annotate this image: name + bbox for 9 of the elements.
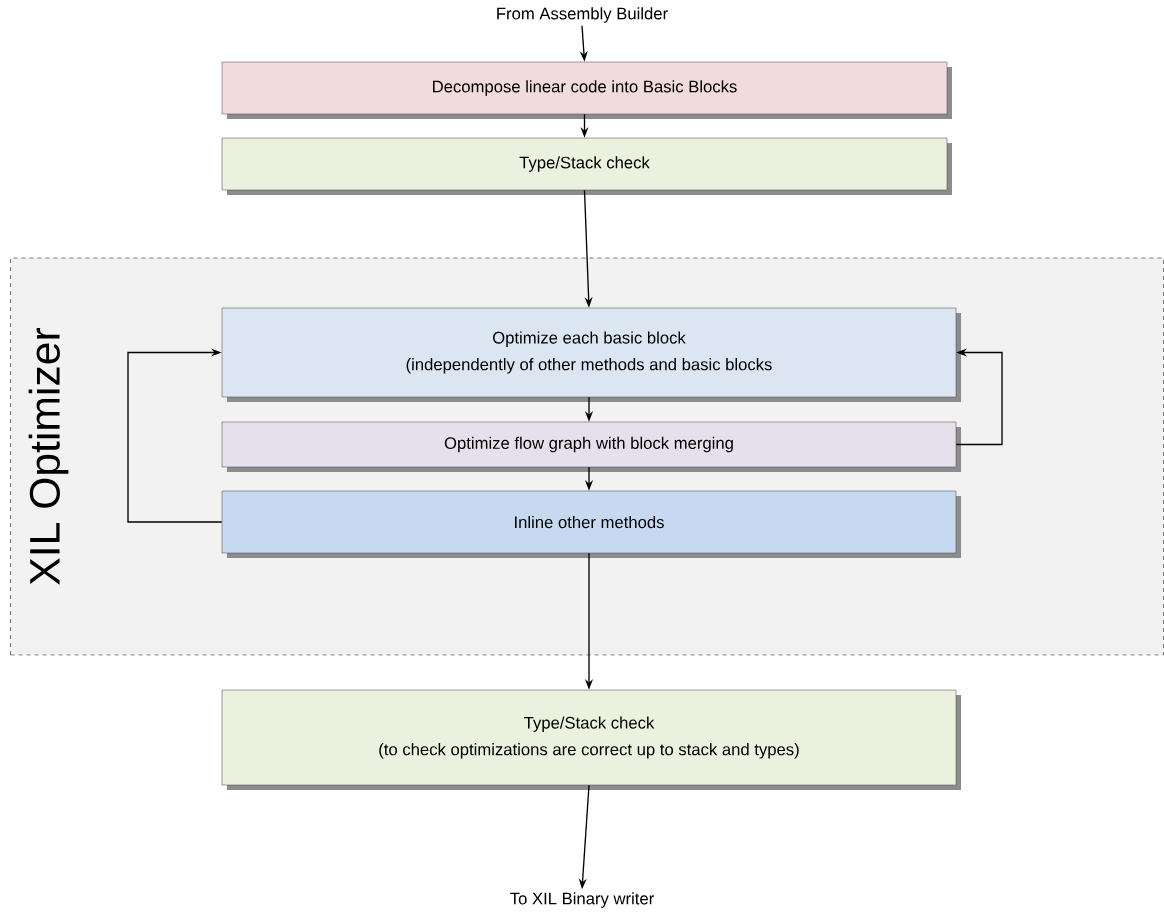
process-box: Optimize each basic block (independently of other methods and basic blocks (221, 307, 961, 402)
flow-label: To XIL Binary writer (510, 892, 654, 908)
process-box: Type/Stack check (221, 137, 952, 195)
process-box: Inline other methods (221, 490, 961, 558)
process-box: Type/Stack check (to check optimizations are correct up to stack and types) (221, 689, 961, 790)
arrow (127, 348, 223, 523)
process-box: Optimize flow graph with block merging (221, 421, 961, 472)
process-box: Decompose linear code into Basic Blocks (221, 61, 952, 119)
flow-label: From Assembly Builder (497, 7, 668, 23)
